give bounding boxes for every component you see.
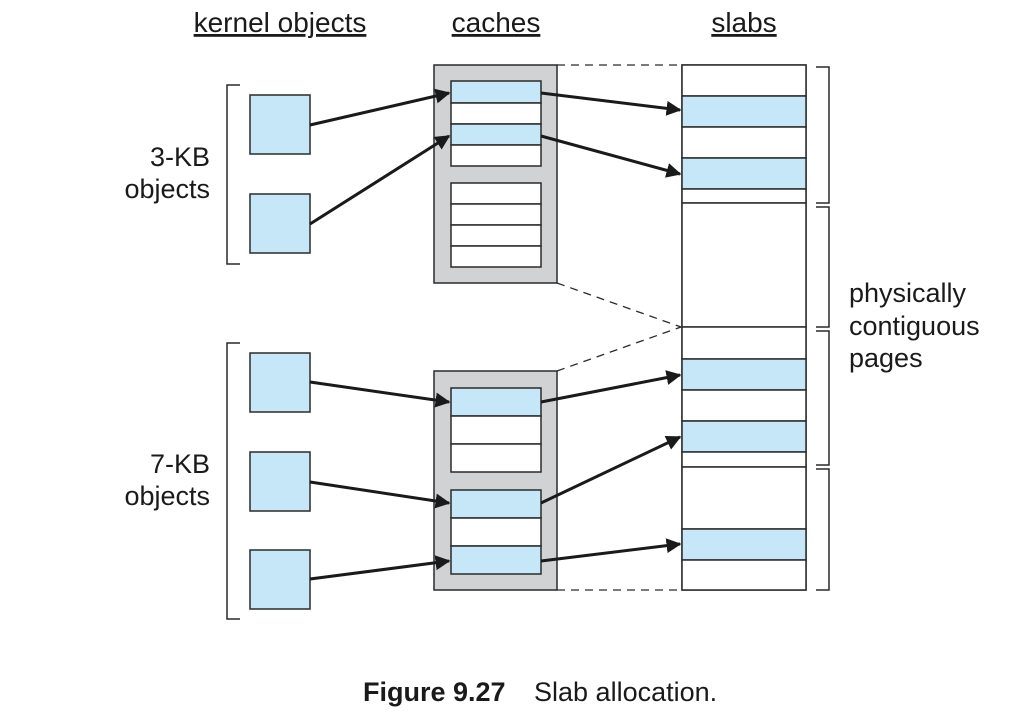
kernel-object [249, 451, 311, 512]
caption-text: Slab allocation. [534, 677, 717, 707]
label-3kb: 3-KB [150, 142, 210, 172]
cache-7kb [433, 370, 558, 591]
label-7kb-objects: objects [124, 481, 210, 511]
kernel-object [249, 352, 311, 413]
slab-segment [681, 202, 807, 328]
object-to-cache-arrows [309, 88, 451, 581]
cache-slot-free [450, 144, 542, 167]
cache-slot-used [450, 123, 542, 146]
slab-segment [681, 389, 807, 422]
slab-segment [681, 126, 807, 159]
slab-object-used [681, 528, 807, 561]
cache-slot-used [450, 489, 542, 519]
kernel-objects-7kb [249, 352, 311, 610]
slab-segment [681, 559, 807, 591]
kernel-objects-3kb [249, 94, 311, 254]
label-contiguous: contiguous [849, 311, 980, 341]
cache-slot-free [450, 245, 542, 268]
arrow [309, 555, 451, 581]
slab-segment [681, 188, 807, 204]
arrow [540, 370, 682, 404]
arrow [540, 435, 682, 505]
cache-slot-free [450, 182, 542, 205]
bracket-3kb-objects [226, 84, 240, 265]
header-caches: caches [452, 7, 541, 38]
kernel-object [249, 193, 311, 254]
cache-slot-free [450, 415, 542, 445]
cache-to-slab-arrows [540, 91, 682, 563]
arrow [540, 538, 682, 563]
slab-segment [681, 466, 807, 530]
cache-slot-free [450, 102, 542, 125]
label-pages: pages [849, 343, 923, 373]
slab-segment [681, 64, 807, 97]
arrow [309, 380, 451, 408]
cache-slot-free [450, 224, 542, 247]
slab-object-used [681, 157, 807, 190]
figure-caption: Figure 9.27 Slab allocation. [363, 677, 717, 707]
arrow [309, 134, 451, 226]
label-physically: physically [849, 278, 967, 308]
bracket-7kb-objects [226, 342, 240, 620]
page-bracket [816, 66, 830, 204]
kernel-object [249, 549, 311, 610]
slabs-column [681, 64, 807, 591]
caption-number: Figure 9.27 [363, 677, 506, 707]
header-kernel-objects: kernel objects [194, 7, 367, 38]
cache-slot-free [450, 517, 542, 547]
header-slabs: slabs [711, 7, 776, 38]
slab-object-used [681, 95, 807, 128]
cache-slot-used [450, 80, 542, 104]
cache-slab-dashed-connectors [556, 64, 682, 591]
label-3kb-objects: objects [124, 174, 210, 204]
cache-slot-free [450, 203, 542, 226]
label-7kb: 7-KB [150, 449, 210, 479]
kernel-object [249, 94, 311, 155]
cache-slot-used [450, 545, 542, 575]
page-bracket [816, 206, 830, 328]
cache-slot-used [450, 387, 542, 417]
cache-slot-free [450, 443, 542, 473]
page-bracket [816, 330, 830, 466]
page-brackets [816, 66, 830, 591]
slab-object-used [681, 420, 807, 453]
page-bracket [816, 468, 830, 591]
arrow [540, 134, 682, 178]
cache-3kb [433, 64, 558, 284]
arrow [309, 480, 451, 509]
slab-object-used [681, 358, 807, 391]
slab-segment [681, 326, 807, 360]
arrow [309, 88, 451, 127]
slab-segment [681, 451, 807, 468]
arrow [540, 91, 682, 116]
